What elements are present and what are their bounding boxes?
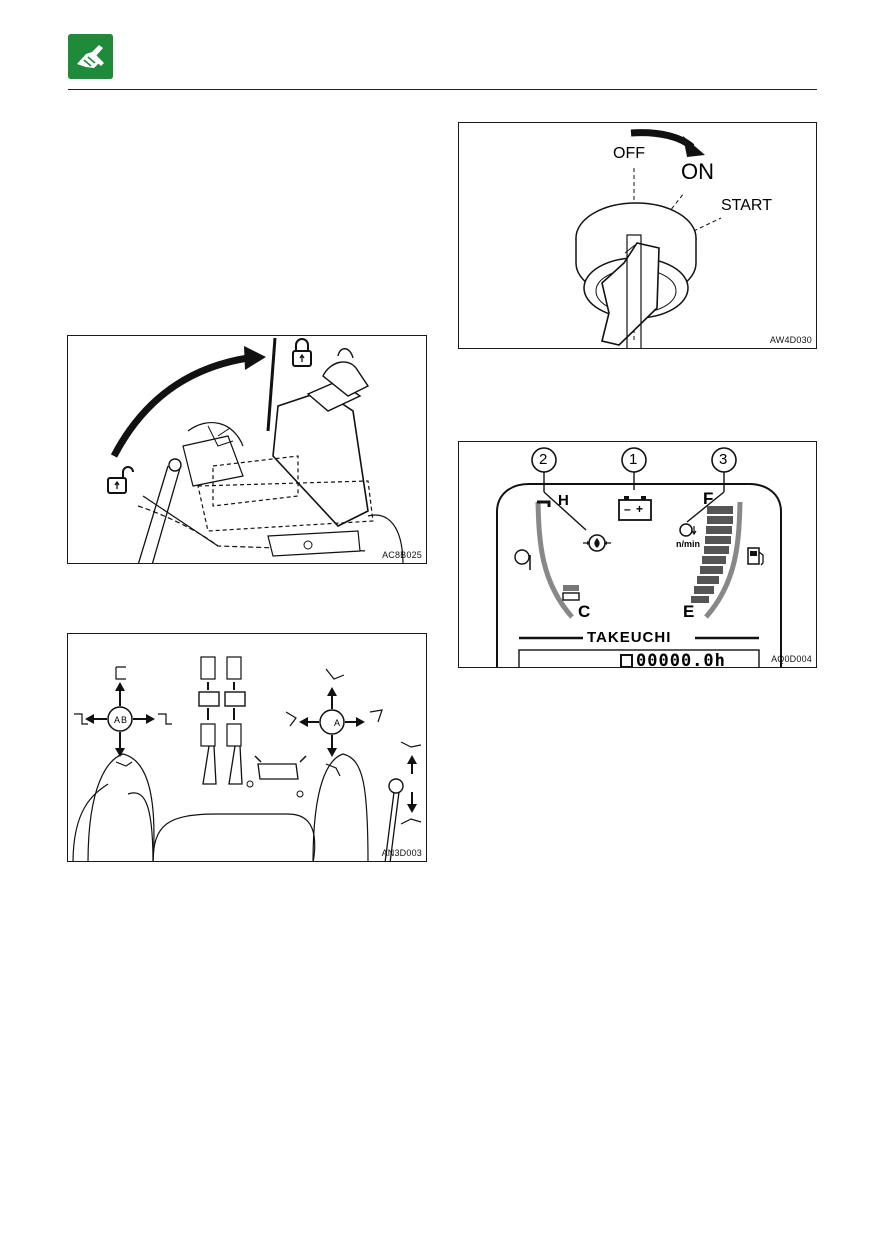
coolant-temp-gauge: [537, 502, 579, 617]
fuel-pump-icon: [748, 548, 763, 565]
figure-code: AN3D003: [382, 848, 422, 858]
figure-controls: A B: [67, 633, 427, 862]
callout-2-label: 2: [539, 451, 547, 468]
lock-icon: [293, 339, 311, 366]
travel-levers: [199, 657, 306, 797]
key-position-start: START: [721, 197, 772, 215]
header-rule: [68, 89, 817, 90]
battery-symbols: – +: [624, 502, 644, 516]
gauge-cold-letter: C: [578, 602, 590, 622]
brand-logo: TAKEUCHI: [587, 629, 671, 646]
gauge-full-letter: F: [703, 489, 713, 509]
right-joystick-label-a: A: [334, 718, 340, 728]
hour-meter-value: 00000.0h: [636, 651, 726, 668]
engine-rpm-icon: [680, 524, 696, 536]
fuel-gauge: [691, 502, 740, 617]
unlock-icon: [108, 467, 133, 493]
oil-pressure-icon: [583, 535, 611, 551]
left-joystick-label-a: A: [114, 715, 120, 725]
figure-code: AC8B025: [382, 550, 422, 560]
rpm-unit: n/min: [676, 539, 700, 549]
coolant-temp-icon: [515, 550, 530, 570]
left-joystick-label-b: B: [121, 715, 127, 725]
key-position-off: OFF: [613, 145, 645, 163]
gauge-hot-letter: H: [558, 492, 569, 509]
callout-1-label: 1: [629, 451, 637, 468]
controls-illustration: A B: [68, 634, 427, 862]
gauge-empty-letter: E: [683, 602, 694, 622]
key-position-on: ON: [681, 159, 714, 185]
callout-3-label: 3: [719, 451, 727, 468]
lock-lever-illustration: [68, 336, 427, 564]
blade-lever: [385, 742, 421, 862]
figure-lock-lever: AC8B025: [67, 335, 427, 564]
figure-code: AW4D030: [770, 335, 812, 345]
figure-monitor: 2 1 3 – + n/min H C F E TAKEUCHI 00000.0…: [458, 441, 817, 668]
hand-on-lever-icon: [68, 34, 113, 79]
figure-code: AQ0D004: [771, 654, 812, 664]
section-badge: [68, 34, 113, 79]
figure-key-switch: OFF ON START AW4D030: [458, 122, 817, 349]
